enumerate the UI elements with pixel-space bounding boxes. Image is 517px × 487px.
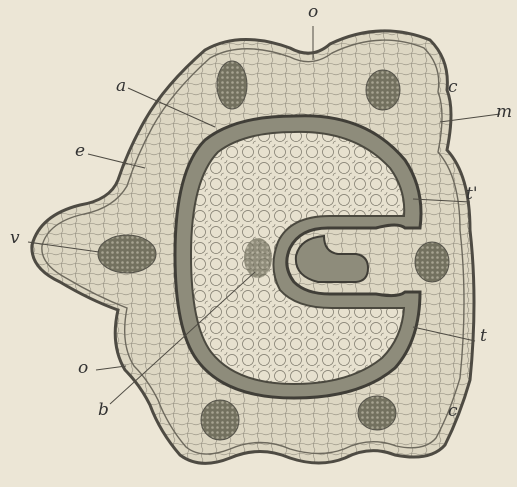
label-b: b	[98, 402, 109, 419]
label-e: e	[75, 143, 85, 160]
vascular-bundle-top-right	[366, 70, 400, 110]
vascular-bundle-left	[98, 235, 156, 273]
label-c-bottom: c	[448, 403, 458, 420]
label-t-prime: t'	[466, 186, 478, 203]
label-m: m	[496, 104, 512, 121]
vascular-bundle-top-left	[217, 61, 247, 109]
label-a: a	[116, 78, 126, 95]
dark-cell-cluster	[244, 238, 272, 278]
label-o-bottom: o	[78, 360, 88, 377]
vascular-bundle-bottom-left	[201, 400, 239, 440]
vascular-bundle-bottom-right	[358, 396, 396, 430]
label-t: t	[480, 328, 487, 345]
label-o-top: o	[308, 4, 318, 21]
label-v: v	[10, 230, 20, 247]
leader-line-o-bottom	[96, 366, 126, 370]
vascular-bundle-right	[415, 242, 449, 282]
label-c-top: c	[448, 79, 458, 96]
